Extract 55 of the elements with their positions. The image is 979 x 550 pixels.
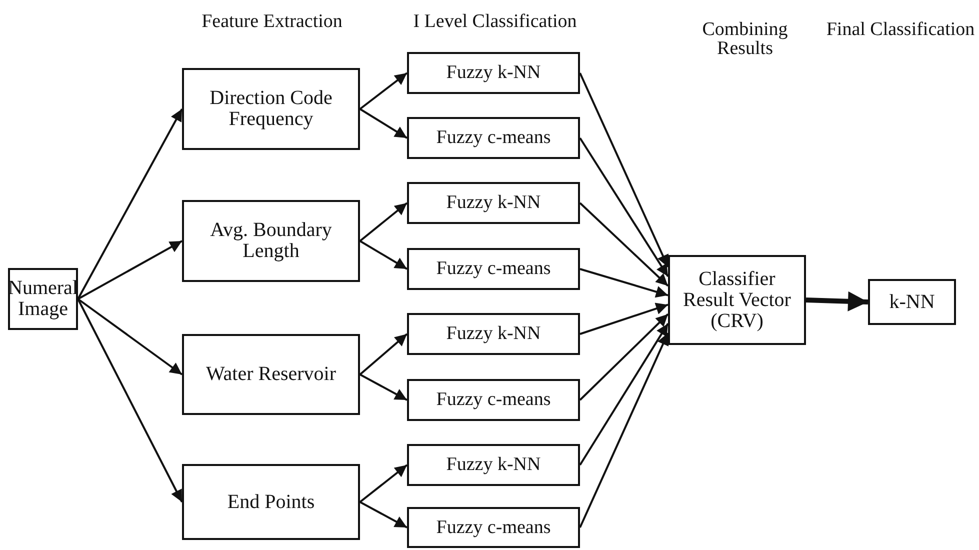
column-heading: Feature Extraction (200, 12, 344, 31)
box-label: Water Reservoir (206, 364, 336, 385)
arrow (359, 240, 408, 270)
arrow (77, 108, 183, 300)
box-label: Fuzzy k-NN (446, 324, 541, 344)
arrow (78, 240, 182, 300)
arrow (77, 298, 183, 502)
process-box (182, 334, 360, 415)
process-box (407, 248, 580, 290)
arrow (580, 302, 668, 335)
arrow (580, 268, 668, 298)
arrow (579, 202, 669, 287)
arrow (806, 291, 868, 312)
process-box (668, 255, 806, 345)
process-box (182, 200, 360, 282)
box-label: Avg. Boundary Length (209, 220, 333, 262)
column-heading: Final Classification (825, 20, 976, 39)
process-box (407, 379, 580, 421)
process-box (407, 117, 580, 159)
box-label: k-NN (889, 292, 935, 312)
process-box (407, 313, 580, 355)
process-box (407, 507, 580, 548)
process-box (868, 279, 956, 325)
box-label: Fuzzy c-means (436, 518, 551, 538)
arrow (359, 202, 408, 242)
process-box (407, 444, 580, 486)
process-box (182, 464, 360, 540)
box-label: Fuzzy c-means (436, 128, 551, 148)
column-heading: Combining Results (701, 20, 789, 58)
arrow (579, 323, 669, 466)
arrow (579, 332, 669, 528)
box-label: Fuzzy k-NN (446, 455, 541, 475)
box-label: Fuzzy c-means (436, 390, 551, 410)
arrow (360, 501, 408, 528)
arrow (359, 72, 408, 110)
process-box (182, 68, 360, 150)
input-box (8, 268, 78, 330)
box-label: End Points (227, 492, 315, 512)
arrow (359, 333, 408, 376)
arrow (359, 464, 408, 503)
box-label: Direction Code Frequency (208, 88, 334, 130)
process-box (407, 182, 580, 224)
box-label: Fuzzy k-NN (446, 193, 541, 213)
arrow (579, 313, 669, 401)
box-label: Classifier Result Vector (CRV) (682, 268, 792, 332)
box-label: Fuzzy k-NN (446, 63, 541, 83)
arrow (77, 298, 183, 376)
arrow (579, 137, 669, 277)
process-box (407, 52, 580, 94)
arrow (360, 374, 408, 401)
box-label: Fuzzy c-means (436, 259, 551, 279)
box-label: Numeral Image (8, 278, 78, 320)
arrow (359, 108, 408, 139)
column-heading: I Level Classification (412, 12, 578, 31)
arrow (579, 72, 669, 268)
